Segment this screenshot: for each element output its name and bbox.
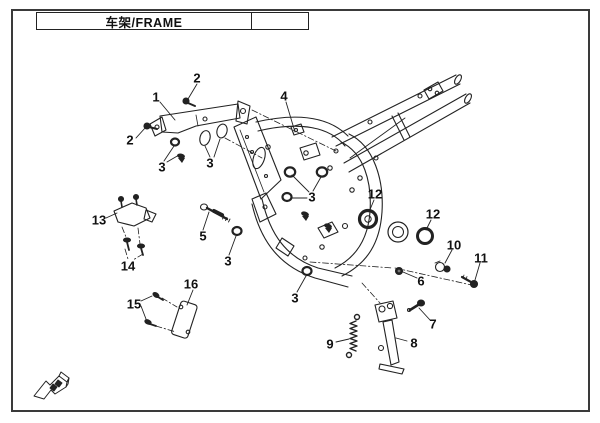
screw-part-3 — [177, 153, 332, 233]
bolt-part-2 — [143, 122, 158, 130]
title-block-empty-cell — [250, 12, 309, 30]
screws-part-15 — [144, 291, 164, 327]
bolt-part-7 — [406, 299, 426, 313]
clamp-part-4 — [290, 123, 305, 136]
plate-part-16 — [171, 300, 198, 339]
screws-part-14 — [122, 237, 146, 256]
frame-drawing — [233, 74, 472, 288]
construction-lines — [121, 109, 477, 333]
bolt-part-11 — [460, 274, 479, 289]
bushing-part-12 — [357, 208, 379, 230]
bracket-part-1 — [149, 100, 251, 137]
bolt-part-2 — [182, 97, 196, 107]
diagram-title: 车架/FRAME — [36, 12, 252, 30]
side-stand-part-8 — [374, 300, 405, 375]
cap-part-12 — [416, 227, 434, 245]
spring-part-9 — [345, 313, 361, 359]
leader-lines — [105, 83, 481, 343]
page-border — [11, 9, 590, 412]
bolt-part-5 — [199, 203, 231, 223]
latch-part-10 — [434, 260, 451, 273]
grommet-part-3 — [169, 123, 329, 277]
bracket-part-13 — [113, 193, 157, 227]
front-direction-arrow-icon — [33, 371, 70, 400]
